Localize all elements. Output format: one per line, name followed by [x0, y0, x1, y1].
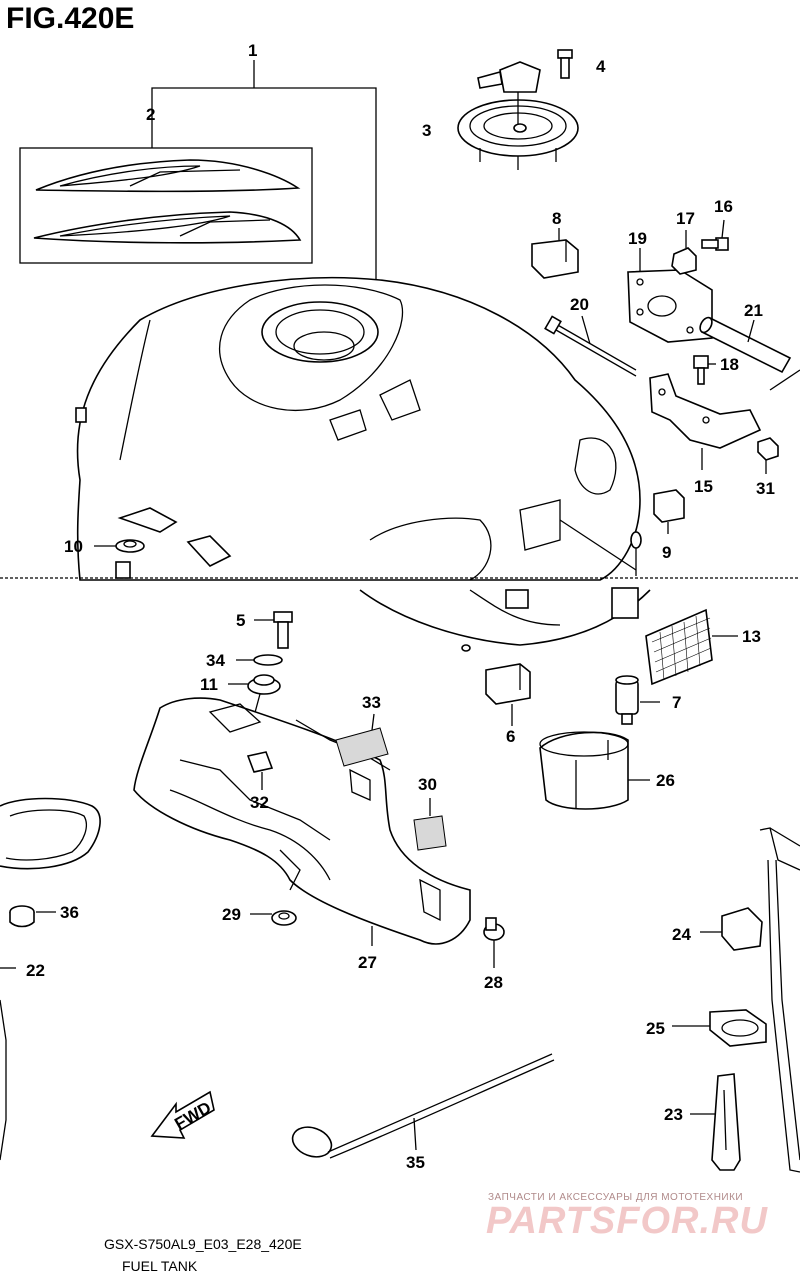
callout-19: 19: [628, 229, 647, 248]
callout-29: 29: [222, 905, 241, 924]
clip-14: [559, 519, 642, 576]
pad-30: [413, 798, 447, 851]
callout-28: 28: [484, 973, 503, 992]
tank-decal-upper: [35, 159, 301, 193]
callout-32: 32: [250, 793, 269, 812]
cap-36: [9, 905, 56, 928]
cushion-32: [246, 751, 274, 790]
fwd-arrow: FWD: [150, 1090, 215, 1139]
callout-2: 2: [146, 105, 155, 124]
bolt-18: [693, 355, 716, 385]
grommet-29: [250, 910, 297, 926]
callout-7: 7: [672, 693, 681, 712]
stud-12: [115, 561, 131, 579]
callout-4: 4: [596, 57, 606, 76]
callout-9: 9: [662, 543, 671, 562]
callout-5: 5: [236, 611, 245, 630]
callout-1: 1: [248, 41, 257, 60]
callout-34: 34: [206, 651, 225, 670]
fuel-tank: [75, 276, 641, 581]
collar-7: [615, 675, 660, 725]
bracket-plate-19: [627, 248, 713, 343]
callout-36: 36: [60, 903, 79, 922]
watermark-logo: PARTSFOR.RU: [486, 1200, 768, 1242]
callout-3: 3: [422, 121, 431, 140]
washer-34: [236, 654, 283, 666]
cap-screw: [557, 49, 573, 79]
callout-6: 6: [506, 727, 515, 746]
frame-loop-22: [0, 797, 101, 1161]
fuel-cap-assembly: [457, 61, 579, 170]
callout-18: 18: [720, 355, 739, 374]
callout-30: 30: [418, 775, 437, 794]
callout-25: 25: [646, 1019, 665, 1038]
cushion-9: [653, 489, 685, 534]
holder-26: [539, 731, 650, 810]
callout-15: 15: [694, 477, 713, 496]
callout-35: 35: [406, 1153, 425, 1172]
clamp-24: [700, 907, 763, 951]
callout-23: 23: [664, 1105, 683, 1124]
bolt-16: [701, 219, 729, 251]
nut-31: [757, 437, 779, 474]
damper-17: [671, 230, 697, 275]
figure-title: FIG.420E: [6, 2, 135, 35]
callout-8: 8: [552, 209, 561, 228]
long-bolt-20: [544, 315, 637, 377]
bracket-15: [649, 373, 762, 470]
collar-21: [699, 316, 800, 391]
bolt-5: [254, 611, 293, 649]
fuel-tank-lower: [359, 587, 651, 652]
callout-21: 21: [744, 301, 763, 320]
callout-33: 33: [362, 693, 381, 712]
callout-31: 31: [756, 479, 775, 498]
drain-hose-35: [291, 1053, 555, 1159]
callout-16: 16: [714, 197, 733, 216]
stay-23: [690, 1073, 741, 1171]
callout-17: 17: [676, 209, 695, 228]
clamp-25: [672, 1009, 767, 1047]
tank-decal-lower: [33, 211, 302, 244]
reflector-13: [645, 608, 738, 686]
pad-33: [335, 713, 389, 767]
frame-rail-right: [759, 827, 800, 1173]
callout-24: 24: [672, 925, 691, 944]
decal-set-bracket: [19, 60, 377, 280]
callout-11: 11: [200, 675, 218, 694]
cushion-8: [531, 228, 579, 279]
damper-10: [94, 539, 145, 553]
tank-front-mount: [117, 507, 232, 567]
callout-26: 26: [656, 771, 675, 790]
callout-22: 22: [26, 961, 45, 980]
rivet-28: [483, 917, 505, 968]
callout-27: 27: [358, 953, 377, 972]
callout-20: 20: [570, 295, 589, 314]
model-code: GSX-S750AL9_E03_E28_420E: [104, 1236, 302, 1252]
cushion-6: [485, 663, 531, 726]
callout-13: 13: [742, 627, 761, 646]
figure-caption: FUEL TANK: [122, 1258, 198, 1274]
watermark-tagline: ЗАПЧАСТИ И АКСЕССУАРЫ ДЛЯ МОТОТЕХНИКИ: [488, 1192, 744, 1203]
callout-10: 10: [64, 537, 83, 556]
